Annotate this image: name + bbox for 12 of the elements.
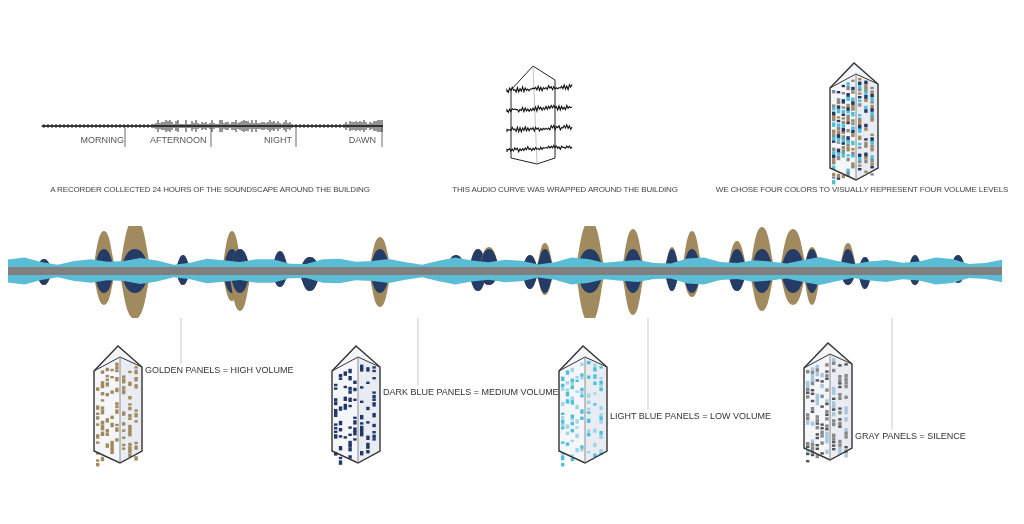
legend-text: LIGHT BLUE PANELS = LOW VOLUME [610,410,771,422]
sound-wave-drawing [8,226,1002,318]
time-label: DAWN [347,135,376,145]
legend-text: GOLDEN PANELS = HIGH VOLUME [145,364,294,376]
time-label: MORNING [80,135,124,145]
legend-text: DARK BLUE PANELS = MEDIUM VOLUME [383,386,559,398]
legend-text: GRAY PANELS = SILENCE [855,430,966,442]
time-label: AFTERNOON [150,135,206,145]
caption-text: THIS AUDIO CURVE WAS WRAPPED AROUND THE BUILDING [451,185,679,194]
caption-text: A RECORDER COLLECTED 24 HOURS OF THE SOUNDSCAPE AROUND THE BUILDING [49,185,371,194]
caption-text: WE CHOSE FOUR COLORS TO VISUALLY REPRESENT FOUR VOLUME LEVELS [714,185,1010,194]
time-label: NIGHT [263,135,292,145]
